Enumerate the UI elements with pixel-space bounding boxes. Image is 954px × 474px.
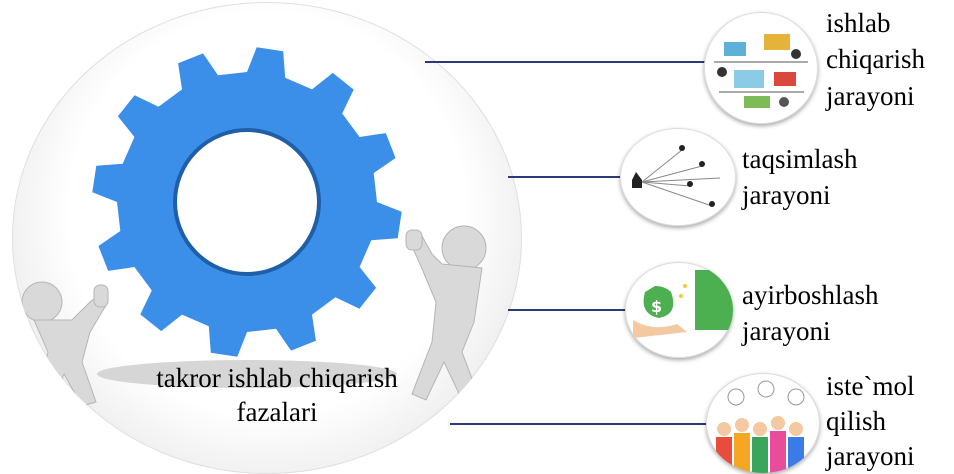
- connector-line-consumption: [450, 423, 708, 425]
- stage-exchange-label-1: ayirboshlash: [742, 280, 879, 310]
- connector-line-production: [425, 61, 707, 63]
- main-gear-circle: takror ishlab chiqarish fazalari: [12, 2, 522, 474]
- connector-line-distribution: [508, 176, 626, 178]
- stage-distribution-label-1: taqsimlash: [742, 144, 858, 174]
- stage-production-label-3: jarayoni: [826, 81, 915, 111]
- stage-consumption-label-3: jarayoni: [826, 441, 915, 471]
- stage-production-label-1: ishlab: [826, 8, 891, 38]
- gear-shape: [92, 47, 402, 357]
- stage-production-circle: [704, 12, 818, 124]
- person-pushing-right-figure: [405, 225, 487, 405]
- stage-consumption-label-1: iste`mol: [826, 371, 915, 401]
- stage-distribution-label-2: jarayoni: [742, 180, 831, 210]
- distribution-network-icon: [632, 145, 721, 207]
- stage-production-label-2: chiqarish: [826, 44, 925, 74]
- stage-exchange-label-2: jarayoni: [742, 316, 831, 346]
- money-exchange-icon: $: [633, 270, 733, 338]
- person-pushing-left-figure: [21, 281, 109, 407]
- center-caption-line-2: fazalari: [236, 397, 318, 427]
- gear-hole-rim: [173, 128, 321, 276]
- gear-icon: [21, 47, 487, 407]
- stage-consumption-label-2: qilish: [826, 406, 887, 436]
- stage-consumption-circle: [706, 373, 820, 473]
- center-caption-line-1: takror ishlab chiqarish: [156, 363, 398, 393]
- factory-icon: [714, 34, 808, 108]
- connector-line-exchange: [508, 309, 626, 311]
- svg-text:$: $: [651, 297, 662, 316]
- stage-exchange-circle: $: [625, 262, 733, 358]
- consumers-icon: [716, 380, 805, 473]
- stage-distribution-circle: [620, 128, 736, 226]
